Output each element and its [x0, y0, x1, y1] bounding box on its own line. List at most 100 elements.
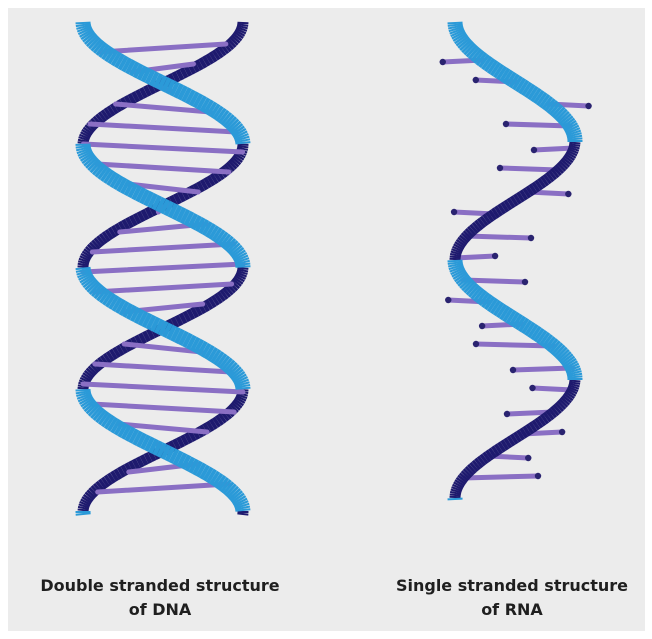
rna-strand-back [462, 240, 464, 242]
rna-strand-front [572, 128, 573, 130]
dna-strand-front [95, 166, 97, 168]
rna-strand-back [516, 436, 519, 438]
dna-strand-front [141, 317, 145, 319]
rna-strand-back [462, 478, 464, 480]
dna-strand-back [84, 138, 85, 140]
rna-strand-front [459, 274, 460, 276]
rna-strand-front [456, 28, 457, 30]
dna-strand-front [229, 244, 231, 246]
dna-strand-back [87, 497, 88, 499]
dna-strand-front [242, 383, 243, 385]
dna-strand-front [152, 445, 156, 447]
dna-strand-back [103, 359, 106, 361]
dna-strand-back [177, 319, 181, 321]
dna-strand-back [117, 228, 120, 230]
dna-strand-front [84, 273, 85, 275]
rna-strand-front [467, 284, 469, 286]
dna-strand-front [180, 459, 184, 461]
rna-strand-front [465, 282, 467, 284]
dna-strand-front [222, 116, 225, 118]
dna-strand-front [164, 451, 168, 453]
dna-strand-front [86, 32, 87, 34]
dna-strand-front [133, 313, 137, 315]
rna-strand-front [566, 120, 568, 122]
rna-strand-back [534, 424, 537, 426]
dna-strand-back [235, 160, 237, 162]
dna-strand-front [111, 423, 114, 425]
dna-strand-back [241, 28, 242, 30]
dna-strand-back [142, 459, 146, 461]
rna-strand-front [516, 320, 519, 322]
rna-strand-front [483, 298, 486, 300]
dna-strand-back [106, 357, 109, 359]
rna-strand-back [562, 164, 564, 166]
rna-strand-front [564, 356, 566, 358]
rna-single-helix [440, 22, 592, 500]
dna-strand-front [132, 435, 136, 437]
dna-strand-front [159, 204, 163, 206]
dna-strand-front [209, 230, 212, 232]
rna-strand-back [522, 194, 525, 196]
dna-strand-front [152, 78, 156, 80]
dna-strand-back [205, 427, 208, 429]
dna-base-pair [90, 124, 236, 132]
dna-strand-back [180, 196, 184, 198]
dna-strand-front [182, 337, 186, 339]
dna-strand-front [206, 473, 209, 475]
dna-strand-back [109, 355, 112, 357]
dna-strand-front [86, 277, 87, 279]
rna-strand-back [564, 400, 566, 402]
dna-strand-back [108, 234, 111, 236]
rna-strand-front [551, 106, 553, 108]
rna-strand-back [500, 208, 503, 210]
dna-strand-front [236, 128, 238, 130]
dna-strand-back [208, 58, 211, 60]
dna-strand-front [179, 214, 183, 216]
dna-strand-back [238, 156, 239, 158]
dna-strand-front [241, 136, 242, 138]
rna-strand-back [463, 476, 465, 478]
rna-base [500, 168, 558, 170]
rna-strand-back [562, 402, 564, 404]
rna-strand-back [456, 488, 457, 490]
dna-strand-back [235, 38, 237, 40]
dna-strand-front [153, 323, 157, 325]
rna-strand-front [570, 126, 571, 128]
rna-base-end [497, 165, 503, 171]
dna-strand-back [86, 254, 87, 256]
dna-strand-front [239, 132, 240, 134]
dna-strand-front [241, 258, 242, 260]
dna-strand-back [85, 134, 86, 136]
rna-strand-front [537, 96, 540, 98]
rna-strand-back [554, 172, 556, 174]
dna-strand-back [92, 369, 94, 371]
dna-strand-front [196, 100, 200, 102]
dna-strand-front [178, 335, 182, 337]
dna-caption-line1: Double stranded structure [10, 574, 310, 598]
dna-strand-back [186, 437, 190, 439]
rna-strand-front [573, 370, 574, 372]
dna-strand-back [91, 248, 93, 250]
dna-strand-front [102, 172, 105, 174]
dna-strand-back [85, 256, 86, 258]
dna-strand-front [192, 98, 196, 100]
dna-strand-front [97, 413, 99, 415]
rna-strand-front [569, 124, 570, 126]
dna-strand-front [105, 52, 108, 54]
rna-strand-front [456, 268, 457, 270]
dna-strand-front [151, 200, 155, 202]
dna-strand-front [146, 198, 150, 200]
dna-strand-back [150, 455, 154, 457]
dna-strand-front [119, 305, 122, 307]
rna-strand-front [560, 352, 562, 354]
rna-strand-front [522, 324, 525, 326]
rna-strand-front [485, 300, 488, 302]
rna-strand-front [546, 340, 549, 342]
dna-strand-back [224, 415, 227, 417]
rna-strand-front [473, 290, 475, 292]
dna-strand-back [86, 499, 87, 501]
dna-strand-back [199, 186, 203, 188]
rna-strand-back [546, 178, 549, 180]
dna-strand-front [207, 106, 210, 108]
